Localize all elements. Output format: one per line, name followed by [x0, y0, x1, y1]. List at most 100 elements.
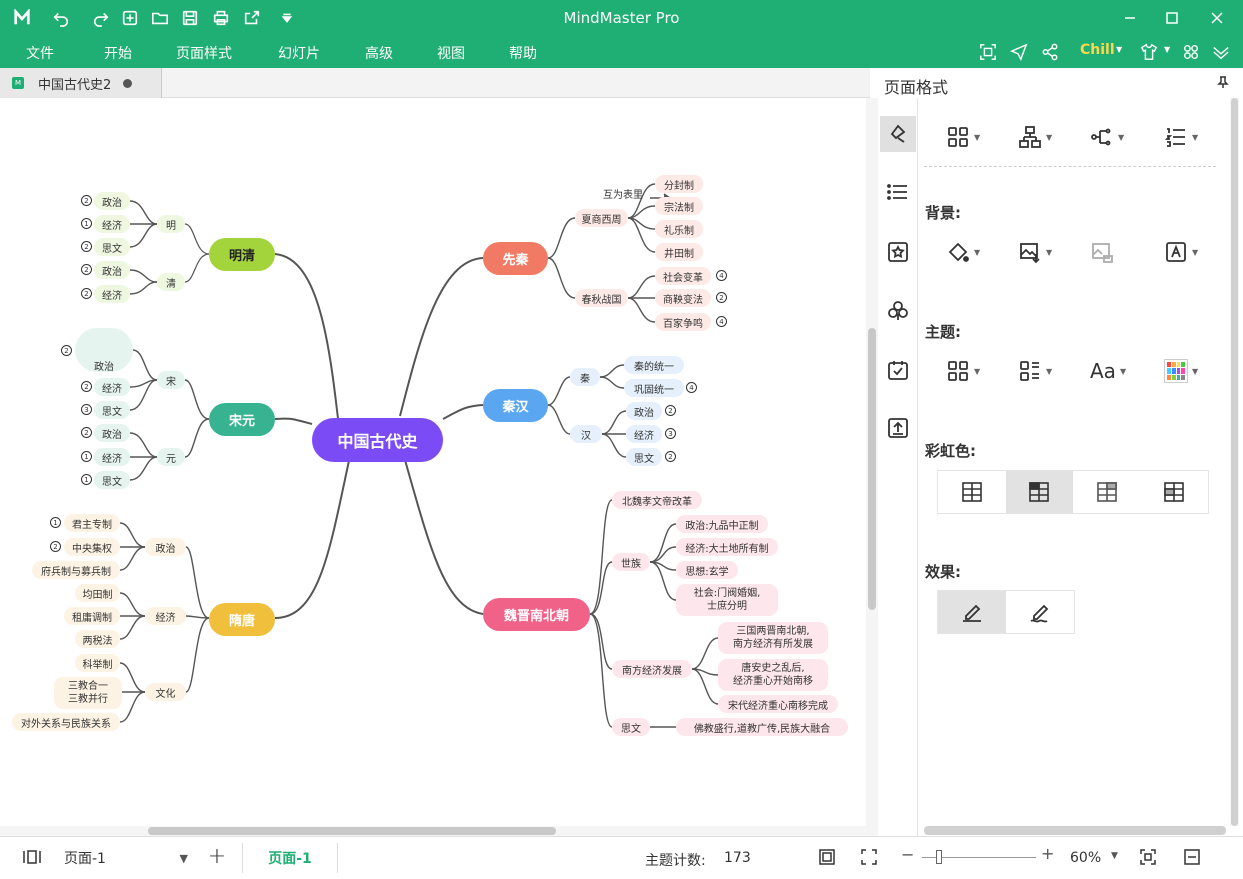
mindmap-canvas[interactable]: 中国古代史 明清 明 清 政治 经济 思文 政治 经济 2 1 2 2 2 宋元…	[0, 98, 866, 826]
fit-width-icon[interactable]	[1183, 848, 1201, 866]
export-tab-icon[interactable]	[880, 410, 916, 446]
jingji-item-1[interactable]: 租庸调制	[64, 607, 120, 625]
layout-button[interactable]: ▼	[946, 122, 980, 152]
menu-help[interactable]: 帮助	[509, 46, 537, 62]
xsz-item-2[interactable]: 礼乐制	[655, 220, 703, 238]
pin-icon[interactable]	[1216, 74, 1230, 88]
fit-window-icon[interactable]	[1139, 848, 1157, 866]
wenhua-item-1[interactable]: 三教合一 三教并行	[54, 677, 122, 709]
export-icon[interactable]	[241, 7, 263, 29]
share-icon[interactable]	[1039, 41, 1061, 63]
sixiang-item-0[interactable]: 佛教盛行,道教广传,民族大融合	[676, 718, 848, 736]
user-dropdown-icon[interactable]: ▼	[1116, 45, 1123, 54]
rainbow-option-3[interactable]	[1073, 471, 1141, 513]
horizontal-scroll-thumb[interactable]	[148, 827, 556, 835]
subtopic-song[interactable]: 宋	[157, 371, 185, 389]
watermark-button[interactable]: ▼	[1164, 237, 1198, 267]
fullscreen-icon[interactable]	[977, 41, 999, 63]
menu-file[interactable]: 文件	[26, 46, 54, 62]
open-folder-icon[interactable]	[149, 7, 171, 29]
save-icon[interactable]	[179, 7, 201, 29]
menu-slides[interactable]: 幻灯片	[278, 46, 320, 62]
panel-scroll-thumb[interactable]	[1231, 98, 1238, 826]
yuan-item-zhengzhi[interactable]: 政治	[94, 424, 130, 442]
theme-button[interactable]: ▼	[946, 356, 980, 386]
horizontal-scrollbar[interactable]	[0, 826, 878, 836]
wenhua-item-2[interactable]: 对外关系与民族关系	[12, 713, 120, 731]
zoom-dropdown-icon[interactable]: ▼	[1111, 851, 1118, 861]
zhengzhi-item-0[interactable]: 君主专制	[64, 514, 120, 532]
central-topic[interactable]: 中国古代史	[312, 418, 443, 462]
zoom-slider[interactable]	[922, 857, 1036, 858]
vertical-scroll-thumb[interactable]	[868, 328, 876, 610]
send-icon[interactable]	[1008, 41, 1030, 63]
task-tab-icon[interactable]	[880, 352, 916, 388]
jingji-item-2[interactable]: 两税法	[75, 630, 120, 648]
print-icon[interactable]	[210, 7, 232, 29]
yuan-item-siwen[interactable]: 思文	[94, 471, 130, 489]
customize-dropdown-icon[interactable]	[276, 7, 298, 29]
subtopic-han[interactable]: 汉	[570, 425, 602, 443]
numbering-button[interactable]: ▼	[1164, 122, 1198, 152]
shizu-item-3[interactable]: 社会:门阀婚姻, 士庶分明	[676, 584, 778, 616]
panel-vertical-scrollbar[interactable]	[1230, 98, 1239, 826]
connector-style-button[interactable]: ▼	[1090, 122, 1124, 152]
song-item-zhengzhi[interactable]: 政治	[75, 328, 133, 373]
han-item-1[interactable]: 经济	[626, 425, 662, 443]
apps-icon[interactable]	[1180, 41, 1202, 63]
subtopic-qin[interactable]: 秦	[570, 368, 600, 386]
topic-weijin[interactable]: 魏晋南北朝	[483, 598, 590, 631]
maximize-button[interactable]	[1151, 0, 1193, 36]
qin-item-1[interactable]: 巩固统一	[624, 379, 684, 397]
rainbow-option-4[interactable]	[1141, 471, 1209, 513]
page-panel-icon[interactable]	[22, 849, 42, 865]
fullscreen-icon[interactable]	[860, 848, 878, 866]
song-item-siwen[interactable]: 思文	[94, 401, 130, 419]
skin-dropdown-icon[interactable]: ▼	[1164, 45, 1171, 54]
subtopic-xia-shang-zhou[interactable]: 夏商西周	[575, 209, 628, 227]
collapse-ribbon-icon[interactable]	[1210, 41, 1232, 63]
subtopic-ming[interactable]: 明	[157, 215, 185, 233]
weijin-reform[interactable]: 北魏孝文帝改革	[612, 491, 702, 509]
app-logo-icon[interactable]	[11, 7, 33, 29]
ming-item-jingji[interactable]: 经济	[94, 215, 130, 233]
nanfang-item-1[interactable]: 唐安史之乱后, 经济重心开始南移	[718, 659, 828, 691]
vertical-scrollbar[interactable]	[866, 98, 878, 826]
redo-icon[interactable]	[90, 7, 112, 29]
hand-drawn-on-icon[interactable]	[1006, 591, 1074, 633]
cq-item-0[interactable]: 社会变革	[655, 267, 711, 285]
page-format-tab-icon[interactable]	[880, 116, 916, 152]
rainbow-option-2[interactable]	[1005, 471, 1073, 513]
close-button[interactable]	[1196, 0, 1238, 36]
suitang-jingji[interactable]: 经济	[145, 607, 186, 625]
yuan-item-jingji[interactable]: 经济	[94, 448, 130, 466]
shizu-item-2[interactable]: 思想:玄学	[676, 561, 738, 579]
undo-icon[interactable]	[50, 7, 72, 29]
qing-item-jingji[interactable]: 经济	[94, 285, 130, 303]
topic-xianqin[interactable]: 先秦	[483, 242, 548, 275]
document-tab[interactable]: M 中国古代史2	[0, 68, 162, 98]
nanfang-item-2[interactable]: 宋代经济重心南移完成	[718, 695, 838, 713]
theme-style-button[interactable]: ▼	[1018, 356, 1052, 386]
zoom-in-icon[interactable]: +	[1041, 844, 1055, 863]
relation-note[interactable]: 互为表里	[603, 190, 643, 201]
xsz-item-1[interactable]: 宗法制	[655, 197, 703, 215]
panel-horizontal-scroll-thumb[interactable]	[924, 826, 1226, 835]
xsz-item-0[interactable]: 分封制	[655, 175, 703, 193]
structure-button[interactable]: ▼	[1018, 122, 1052, 152]
subtopic-shizu[interactable]: 世族	[612, 553, 650, 571]
menu-home[interactable]: 开始	[104, 46, 132, 62]
fit-page-icon[interactable]	[818, 848, 836, 866]
unsaved-dot-icon[interactable]	[123, 78, 133, 88]
nanfang-item-0[interactable]: 三国两晋南北朝, 南方经济有所发展	[718, 622, 828, 654]
user-name[interactable]: Chill	[1080, 42, 1115, 58]
cq-item-1[interactable]: 商鞅变法	[655, 289, 711, 307]
fill-color-button[interactable]: ▼	[946, 237, 980, 267]
skin-icon[interactable]	[1138, 41, 1160, 63]
subtopic-qing[interactable]: 清	[157, 273, 185, 291]
suitang-wenhua[interactable]: 文化	[145, 683, 186, 701]
minimize-button[interactable]	[1109, 0, 1151, 36]
ming-item-zhengzhi[interactable]: 政治	[94, 192, 130, 210]
cq-item-2[interactable]: 百家争鸣	[655, 313, 711, 331]
shizu-item-0[interactable]: 政治:九品中正制	[676, 515, 768, 533]
